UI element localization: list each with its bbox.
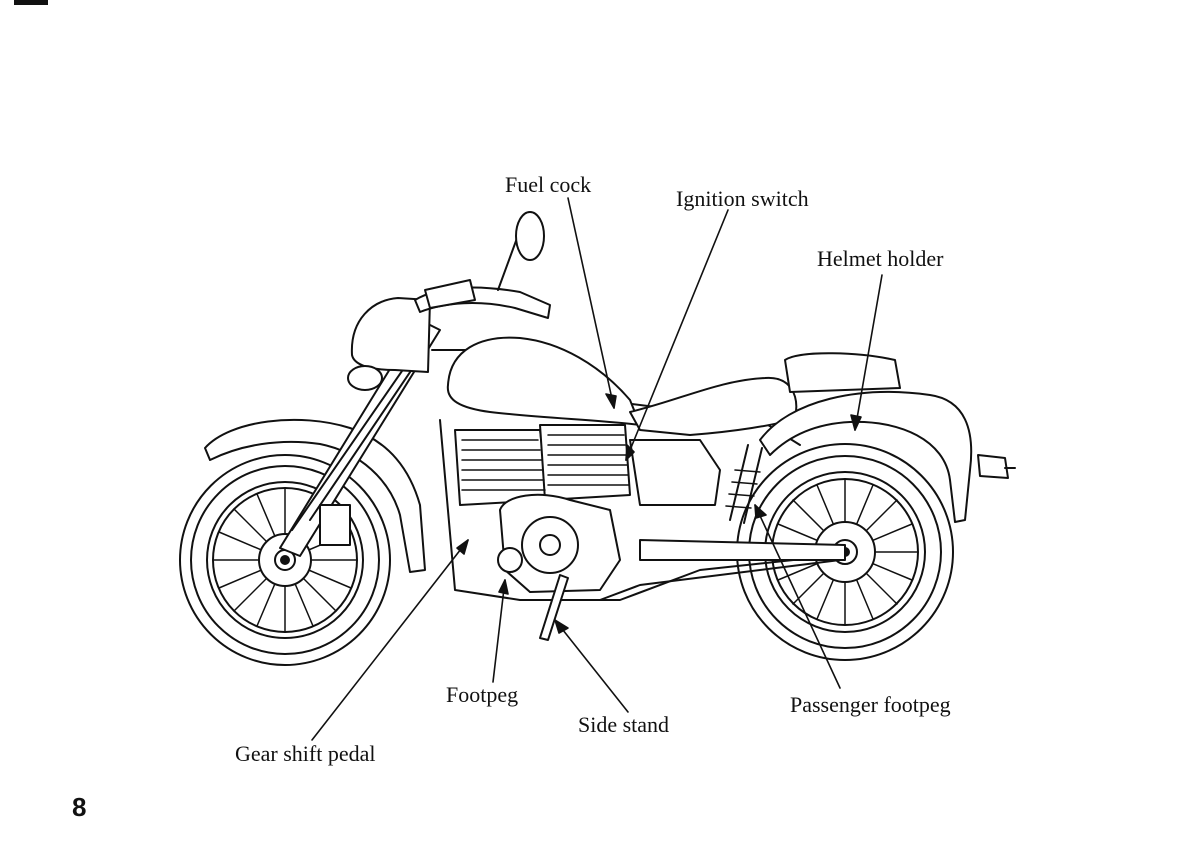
fuel-tank: [446, 336, 641, 426]
side-stand-part: [539, 574, 569, 641]
label-ignition-switch: Ignition switch: [676, 186, 809, 211]
label-helmet-holder: Helmet holder: [817, 246, 944, 271]
label-fuel-cock: Fuel cock: [505, 172, 592, 197]
tail-light: [977, 454, 1016, 479]
page-number: 8: [72, 792, 87, 822]
front-fender: [204, 418, 426, 573]
label-passenger-footpeg: Passenger footpeg: [790, 692, 951, 717]
page-tab-mark: [14, 0, 48, 5]
label-gear-shift-pedal: Gear shift pedal: [235, 741, 376, 766]
leader-lines: [311, 197, 883, 741]
front-wheel: [179, 454, 391, 666]
rear-fender: [759, 391, 973, 523]
front-fork: [279, 319, 441, 557]
label-side-stand: Side stand: [578, 712, 670, 737]
handlebar: [414, 211, 551, 319]
engine: [454, 424, 631, 593]
headlight: [347, 297, 431, 391]
label-footpeg: Footpeg: [446, 682, 519, 707]
passenger-seat: [784, 352, 901, 393]
swingarm: [639, 539, 846, 561]
rear-shock: [725, 444, 763, 524]
side-cover: [629, 439, 721, 506]
